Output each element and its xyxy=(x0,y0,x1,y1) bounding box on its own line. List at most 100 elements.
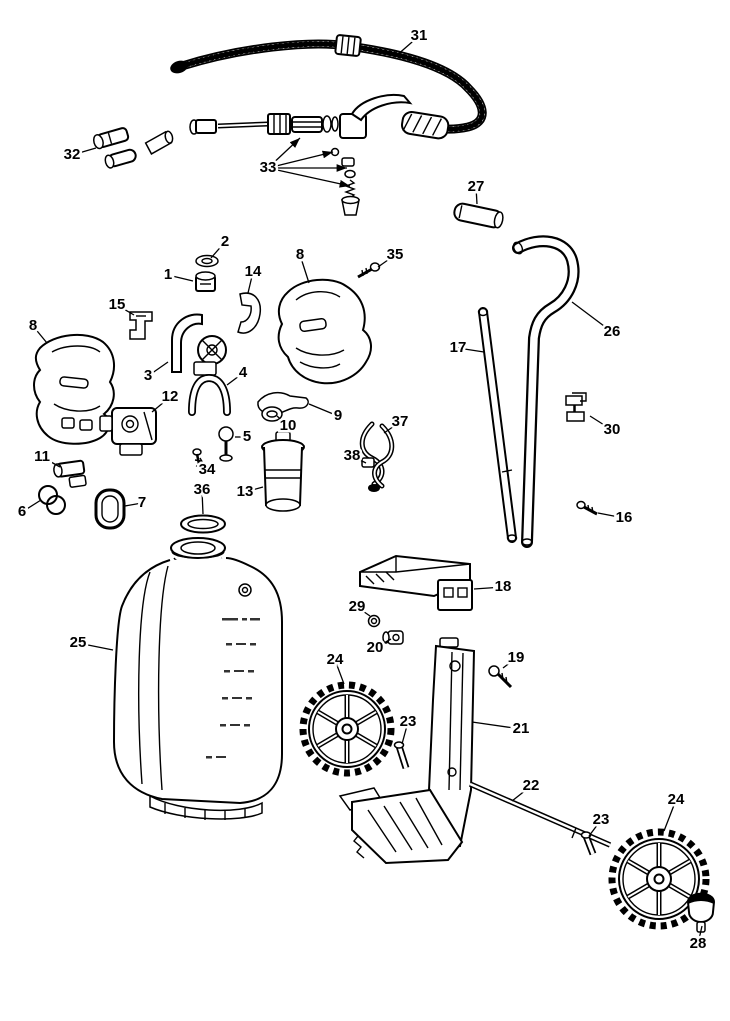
leader-line-12 xyxy=(151,396,171,413)
leader-line-15 xyxy=(116,304,135,316)
part-label-35: 35 xyxy=(387,246,404,263)
part-label-22: 22 xyxy=(523,777,540,794)
part-label-23: 23 xyxy=(593,811,610,828)
part-label-15: 15 xyxy=(109,296,126,313)
part-label-32: 32 xyxy=(64,146,81,163)
leader-line-29 xyxy=(356,606,371,617)
part-ring-10 xyxy=(261,406,283,422)
part-label-30: 30 xyxy=(604,421,621,438)
part-label-28: 28 xyxy=(690,935,707,952)
part-label-26: 26 xyxy=(604,323,621,340)
leader-line-32 xyxy=(71,147,97,156)
part-label-6: 6 xyxy=(18,503,26,520)
leader-line-18 xyxy=(473,586,504,590)
part-clip xyxy=(565,392,587,422)
part-label-11: 11 xyxy=(34,448,50,465)
part-label-33: 33 xyxy=(260,159,277,176)
leader-line-27 xyxy=(475,186,478,205)
leader-line-6 xyxy=(21,499,42,513)
part-valve-body xyxy=(99,407,157,456)
part-label-7: 7 xyxy=(138,494,146,511)
part-wand-assembly xyxy=(189,94,450,216)
leader-line-3 xyxy=(147,361,169,377)
leader-line-34 xyxy=(199,457,208,471)
part-label-24: 24 xyxy=(668,791,685,808)
part-straight-tube xyxy=(477,307,518,543)
part-label-16: 16 xyxy=(616,509,633,526)
leader-line-23 xyxy=(401,721,409,745)
part-pin-left xyxy=(393,741,410,770)
leader-line-9 xyxy=(308,403,339,417)
part-screw-19 xyxy=(488,665,513,689)
part-label-18: 18 xyxy=(495,578,512,595)
leader-line-16 xyxy=(597,512,625,519)
part-clip-plate xyxy=(129,311,153,340)
part-label-8: 8 xyxy=(29,317,37,334)
part-strap-ring xyxy=(94,488,126,530)
leader-line-1 xyxy=(167,274,194,282)
leader-line-33 xyxy=(267,150,334,169)
leader-line-37 xyxy=(383,421,401,434)
part-housing-left xyxy=(33,333,116,445)
leader-line-10 xyxy=(276,415,289,427)
leader-line-31 xyxy=(395,35,420,57)
part-drain-hose xyxy=(359,421,395,492)
part-label-19: 19 xyxy=(508,649,525,666)
part-label-29: 29 xyxy=(349,598,366,615)
leader-line-24 xyxy=(663,799,677,832)
part-pump-head xyxy=(171,313,227,376)
part-nut-29 xyxy=(367,614,381,628)
leader-line-20 xyxy=(374,638,392,649)
leader-line-19 xyxy=(502,657,517,669)
leader-line-24 xyxy=(334,659,345,685)
leader-line-22 xyxy=(511,785,532,802)
part-u-tube xyxy=(188,373,231,416)
part-grip-tube xyxy=(453,202,504,229)
leader-line-38 xyxy=(351,455,367,464)
part-label-23: 23 xyxy=(400,713,417,730)
part-label-38: 38 xyxy=(344,447,361,464)
part-label-5: 5 xyxy=(243,428,251,445)
leader-line-21 xyxy=(471,721,522,730)
part-upper-bracket xyxy=(359,554,473,611)
part-screw-16 xyxy=(576,500,598,516)
part-screw-34 xyxy=(192,448,203,475)
part-hub-cap xyxy=(686,892,716,933)
part-label-31: 31 xyxy=(411,27,428,44)
leader-line-30 xyxy=(589,415,613,431)
leader-line-13 xyxy=(244,486,264,493)
part-label-14: 14 xyxy=(245,263,262,280)
part-label-10: 10 xyxy=(280,417,297,434)
part-bracket-14 xyxy=(237,292,262,334)
part-label-9: 9 xyxy=(334,407,342,424)
leader-line-36 xyxy=(201,489,204,515)
leader-line-14 xyxy=(247,271,254,294)
part-handle-tube xyxy=(512,235,580,548)
part-frame xyxy=(338,637,476,865)
leader-line-8 xyxy=(32,325,48,344)
part-label-1: 1 xyxy=(164,266,172,283)
leader-line-33 xyxy=(267,167,351,188)
part-label-36: 36 xyxy=(194,481,211,498)
leader-line-26 xyxy=(571,301,613,333)
leader-line-25 xyxy=(77,642,114,651)
part-label-24: 24 xyxy=(327,651,344,668)
leader-line-28 xyxy=(697,925,703,945)
part-wheel-right xyxy=(608,828,710,930)
leader-line-8 xyxy=(299,254,310,284)
part-label-13: 13 xyxy=(237,483,254,500)
leader-line-33 xyxy=(267,137,301,169)
part-label-37: 37 xyxy=(392,413,409,430)
part-housing-right xyxy=(277,278,372,385)
part-cap-2 xyxy=(195,254,219,268)
leader-line-2 xyxy=(210,241,226,259)
parts-artwork xyxy=(33,34,716,933)
leader-line-23 xyxy=(588,819,602,837)
part-label-34: 34 xyxy=(199,461,216,478)
part-label-8: 8 xyxy=(296,246,304,263)
part-gasket xyxy=(180,514,226,534)
leader-line-7 xyxy=(124,502,143,507)
part-wheel-left xyxy=(299,681,395,777)
